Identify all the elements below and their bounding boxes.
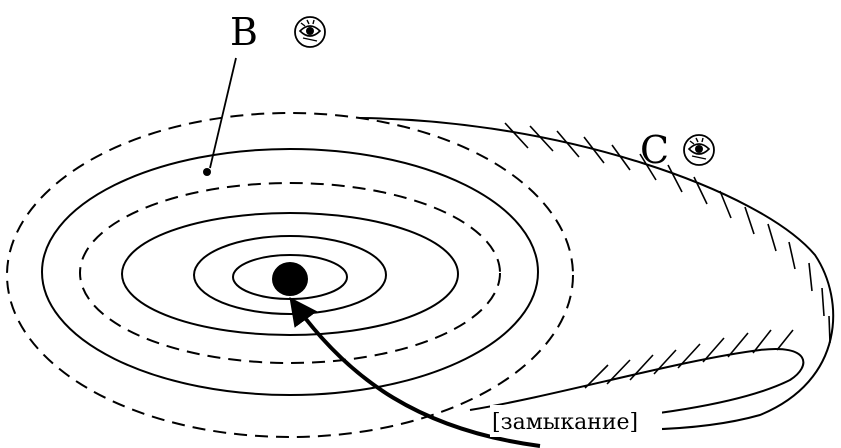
- boundary-hatching: [504, 122, 831, 389]
- label-c: C: [640, 128, 669, 172]
- label-b-pointer-dot: [203, 168, 211, 176]
- region-b-outer-dashed-boundary: [6, 112, 574, 438]
- region-c-inner-boundary: [469, 348, 805, 423]
- eye-in-circle-icon: [294, 16, 326, 48]
- label-b: B: [230, 10, 258, 54]
- closure-label-background: [490, 405, 662, 437]
- closure-label: [замыкание]: [492, 410, 638, 435]
- level-curve-2-dashed: [79, 182, 501, 364]
- eye-in-circle-icon: [683, 134, 715, 166]
- region-c-outer-boundary: [359, 117, 835, 431]
- level-curve-3: [121, 212, 459, 336]
- level-curve-1: [41, 148, 539, 396]
- attractor-point: [272, 262, 308, 296]
- label-b-pointer: [209, 57, 237, 169]
- closure-arrow: [289, 296, 541, 448]
